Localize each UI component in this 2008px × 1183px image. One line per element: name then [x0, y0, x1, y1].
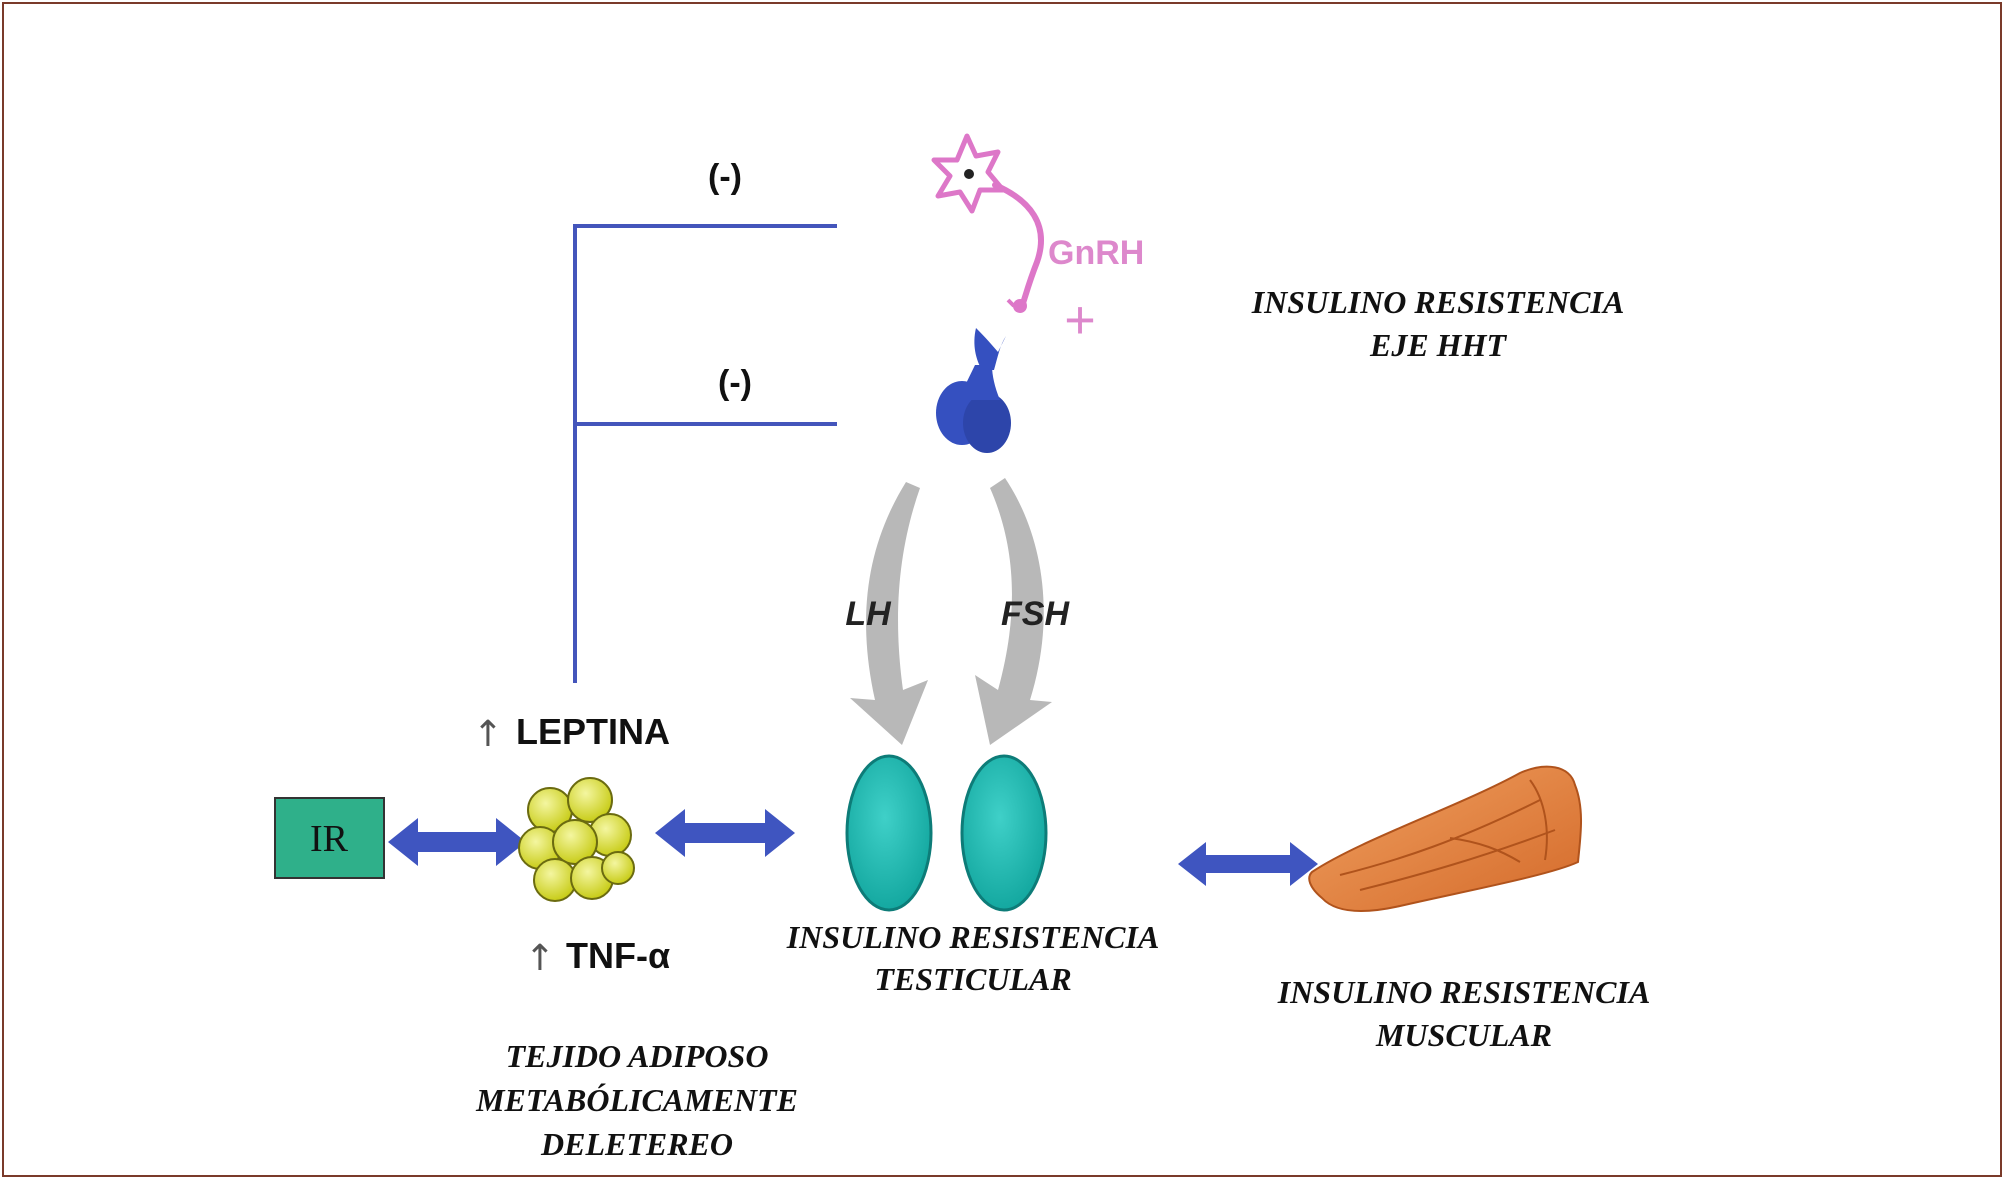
caption-muscular-line1: INSULINO RESISTENCIA [1277, 974, 1651, 1010]
muscle-icon [1308, 765, 1583, 913]
testis-icon [845, 754, 1048, 912]
plus-sign: + [1064, 290, 1096, 350]
gnrh-label: GnRH [1048, 234, 1144, 272]
double-arrow-ir-adipose [388, 818, 526, 866]
caption-adipose-line3: DELETEREO [540, 1126, 733, 1162]
caption-adipose: TEJIDO ADIPOSO METABÓLICAMENTE DELETEREO [475, 1038, 798, 1162]
caption-adipose-line2: METABÓLICAMENTE [475, 1082, 798, 1118]
ir-box: IR [274, 797, 385, 879]
feedback-line-top [573, 224, 837, 683]
fsh-label: FSH [1001, 595, 1070, 633]
lh-label: LH [845, 595, 892, 633]
lh-arrow [850, 482, 928, 745]
ir-label: IR [310, 818, 349, 860]
negative-sign-mid: (-) [718, 364, 752, 402]
caption-testicular-line2: TESTICULAR [874, 961, 1071, 997]
leptina-label: LEPTINA [516, 711, 670, 752]
caption-testicular: INSULINO RESISTENCIA TESTICULAR [786, 919, 1160, 997]
caption-hht: INSULINO RESISTENCIA EJE HHT [1251, 284, 1625, 363]
neuron-icon [931, 133, 1044, 313]
double-arrow-adipose-testis [655, 809, 795, 857]
fsh-arrow [975, 478, 1052, 745]
leptina-up-arrow: ↑ [473, 714, 503, 755]
pituitary-icon [936, 328, 1011, 453]
caption-adipose-line1: TEJIDO ADIPOSO [506, 1038, 769, 1074]
negative-sign-top: (-) [708, 158, 742, 196]
caption-testicular-line1: INSULINO RESISTENCIA [786, 919, 1160, 955]
tnf-up-arrow: ↑ [525, 938, 555, 979]
caption-muscular: INSULINO RESISTENCIA MUSCULAR [1277, 974, 1651, 1053]
caption-hht-line1: INSULINO RESISTENCIA [1251, 284, 1625, 320]
double-arrow-testis-muscle [1178, 842, 1318, 886]
tnf-label: TNF-α [566, 935, 670, 976]
caption-muscular-line2: MUSCULAR [1375, 1017, 1552, 1053]
caption-hht-line2: EJE HHT [1369, 327, 1507, 363]
adipose-cells-icon [518, 777, 635, 902]
feedback-lines [573, 224, 837, 683]
